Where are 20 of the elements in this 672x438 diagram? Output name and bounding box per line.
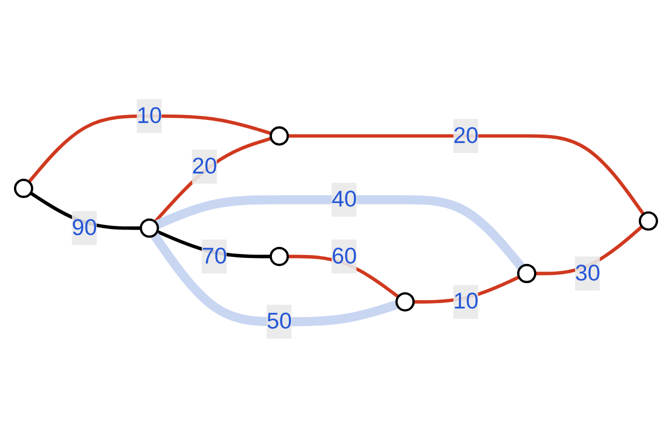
node-circle: [270, 246, 289, 266]
edge-label: 10: [453, 289, 479, 314]
node-circle: [638, 211, 658, 231]
node-circle: [14, 178, 34, 198]
edge-label: 60: [332, 244, 357, 270]
node-circle: [140, 218, 160, 238]
node-circle: [395, 292, 415, 312]
edge-label: 50: [266, 309, 292, 334]
edge-label: 20: [192, 154, 218, 180]
edge-label: 40: [332, 187, 357, 212]
node-circle: [270, 126, 289, 146]
edge-label: 70: [202, 244, 227, 270]
edge-label: 20: [453, 124, 479, 149]
edge-label: 10: [136, 104, 162, 129]
edge-label: 90: [72, 216, 98, 241]
connector: [28, 114, 272, 184]
node-circle: [517, 264, 536, 284]
edge-label: 30: [574, 261, 600, 286]
connector: [288, 134, 645, 216]
connector: [154, 136, 272, 224]
